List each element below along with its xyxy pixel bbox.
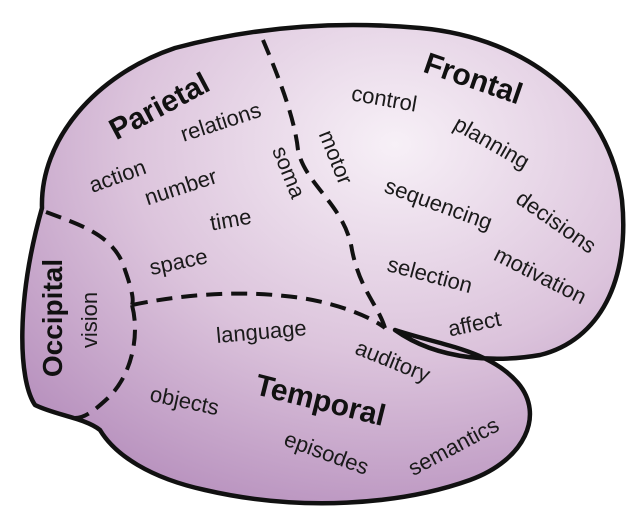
central-sulcus-line (261, 39, 387, 329)
brain-outline (20, 22, 626, 506)
sylvian-fissure-line (131, 291, 387, 330)
occipito-temporal-line (74, 304, 137, 420)
occipital-lobe-title: Occipital (37, 259, 68, 377)
label-vision: vision (77, 292, 102, 348)
lobe-boundaries (45, 39, 387, 420)
parieto-occipital-line (45, 210, 135, 306)
